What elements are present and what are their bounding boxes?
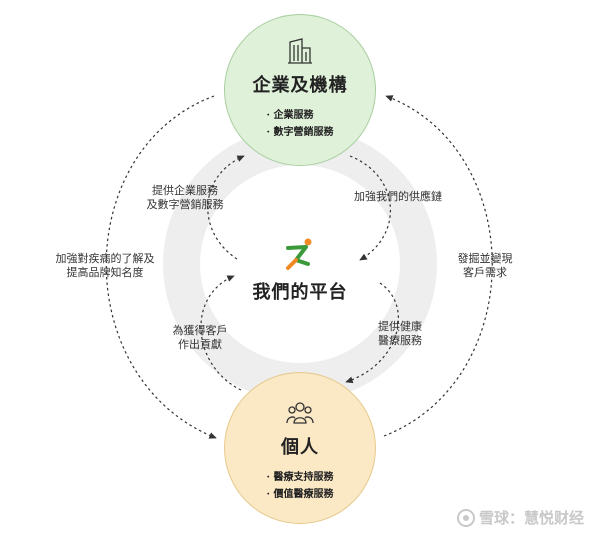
watermark: 雪球：慧悦财经: [456, 507, 584, 528]
list-item: 數字營銷服務: [267, 124, 333, 141]
list-item: 企業服務: [267, 107, 334, 124]
inner-ring: [200, 165, 400, 363]
node-item-list: 企業服務 數字營銷服務: [267, 107, 334, 141]
node-individuals: 個人 醫療支持服務 價值醫療服務: [224, 372, 376, 524]
runner-logo-icon: [286, 238, 312, 270]
outer-right-arrow: [383, 95, 493, 437]
flow-label-inner-top-left: 提供企業服務 及數字營銷服務: [146, 184, 224, 211]
list-item: 醫療支持服務: [267, 469, 333, 486]
flow-label-inner-bottom-left: 為獲得客戶 作出貢獻: [172, 324, 228, 351]
platform-title: 我們的平台: [252, 282, 348, 303]
platform-center: 我們的平台: [230, 236, 370, 304]
node-title: 個人: [281, 437, 319, 458]
flow-label-outer-left: 加強對疾病的了解及 提高品牌知名度: [55, 252, 155, 279]
flow-label-inner-bottom-right: 提供健康 醫療服務: [378, 320, 422, 347]
people-icon: [286, 402, 314, 424]
watermark-text: 雪球：慧悦财经: [478, 509, 584, 527]
inner-top-right-arrow: [349, 155, 392, 261]
node-enterprises: 企業及機構 企業服務 數字營銷服務: [224, 14, 376, 166]
outer-left-arrow: [105, 95, 217, 439]
node-title: 企業及機構: [252, 75, 348, 96]
snowball-logo-icon: [456, 508, 475, 527]
flow-label-outer-right: 發掘並變現 客戶需求: [457, 252, 513, 279]
flow-label-inner-top-right: 加強我們的供應鏈: [354, 190, 442, 203]
inner-top-left-arrow: [207, 155, 245, 260]
building-icon: [288, 38, 312, 64]
inner-bottom-left-arrow: [200, 275, 242, 391]
node-item-list: 醫療支持服務 價值醫療服務: [267, 469, 333, 503]
list-item: 價值醫療服務: [267, 486, 333, 503]
inner-bottom-right-arrow: [345, 282, 399, 384]
